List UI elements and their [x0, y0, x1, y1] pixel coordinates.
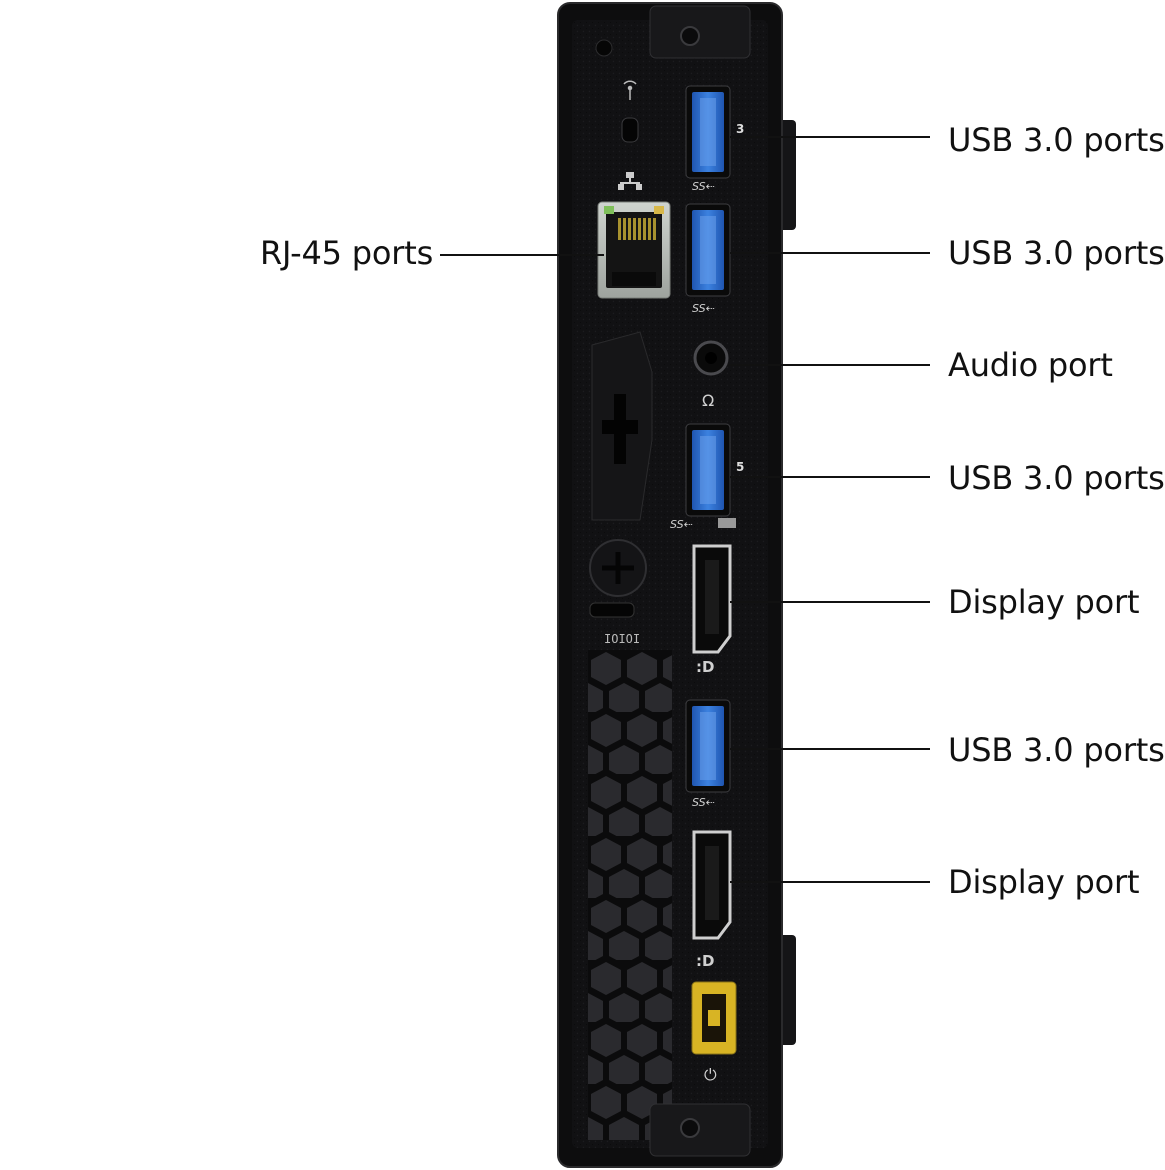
usb-port-1 — [685, 85, 731, 179]
callout-line-usb-1 — [730, 136, 930, 138]
display-port-1 — [692, 544, 732, 654]
callout-line-usb-4 — [730, 748, 930, 750]
usb-port-number-3: 3 — [736, 122, 745, 136]
usb-ss-logo-4: SS⇠ — [692, 796, 715, 809]
network-icon — [618, 172, 642, 190]
usb-ss-logo-1: SS⇠ — [692, 180, 715, 193]
clip-slot — [589, 602, 635, 618]
headphone-icon: Ω — [702, 391, 714, 410]
label-usb-2: USB 3.0 ports — [948, 234, 1165, 272]
charge-icon — [718, 518, 736, 528]
top-tab — [649, 5, 751, 59]
power-plug-icon: ⏻ — [704, 1065, 717, 1084]
label-display-2: Display port — [948, 863, 1140, 901]
label-usb-1: USB 3.0 ports — [948, 121, 1165, 159]
bottom-tab — [649, 1103, 751, 1157]
usb-ss-logo-3: SS⇠ — [670, 518, 693, 531]
callout-line-display-2 — [730, 881, 930, 883]
callout-line-rj45 — [440, 254, 604, 256]
top-screw-icon — [680, 26, 700, 46]
callout-line-audio — [728, 364, 930, 366]
cross-slot-h — [602, 420, 638, 434]
security-slot — [621, 117, 639, 143]
rj45-port — [597, 201, 671, 299]
display-port-2 — [692, 830, 732, 940]
audio-port-hole — [705, 352, 717, 364]
wifi-antenna-icon — [623, 80, 637, 100]
power-port — [691, 981, 737, 1055]
usb-port-3 — [685, 423, 731, 517]
bottom-screw-icon — [680, 1118, 700, 1138]
dp-icon-1: :D — [696, 658, 714, 676]
label-audio: Audio port — [948, 346, 1113, 384]
label-display-1: Display port — [948, 583, 1140, 621]
dp-icon-2: :D — [696, 952, 714, 970]
callout-line-usb-2 — [730, 252, 930, 254]
usb-port-4 — [685, 699, 731, 793]
label-rj45: RJ-45 ports — [260, 234, 434, 272]
top-left-hole — [595, 39, 613, 57]
usb-ss-logo-2: SS⇠ — [692, 302, 715, 315]
vent-grille — [588, 650, 672, 1140]
callout-line-display-1 — [730, 601, 930, 603]
label-usb-3: USB 3.0 ports — [948, 459, 1165, 497]
label-usb-4: USB 3.0 ports — [948, 731, 1165, 769]
callout-line-usb-3 — [730, 476, 930, 478]
serial-icon: IOIOI — [604, 632, 640, 646]
cable-knob-cross — [602, 552, 634, 584]
usb-port-number-5: 5 — [736, 460, 745, 474]
usb-port-2 — [685, 203, 731, 297]
